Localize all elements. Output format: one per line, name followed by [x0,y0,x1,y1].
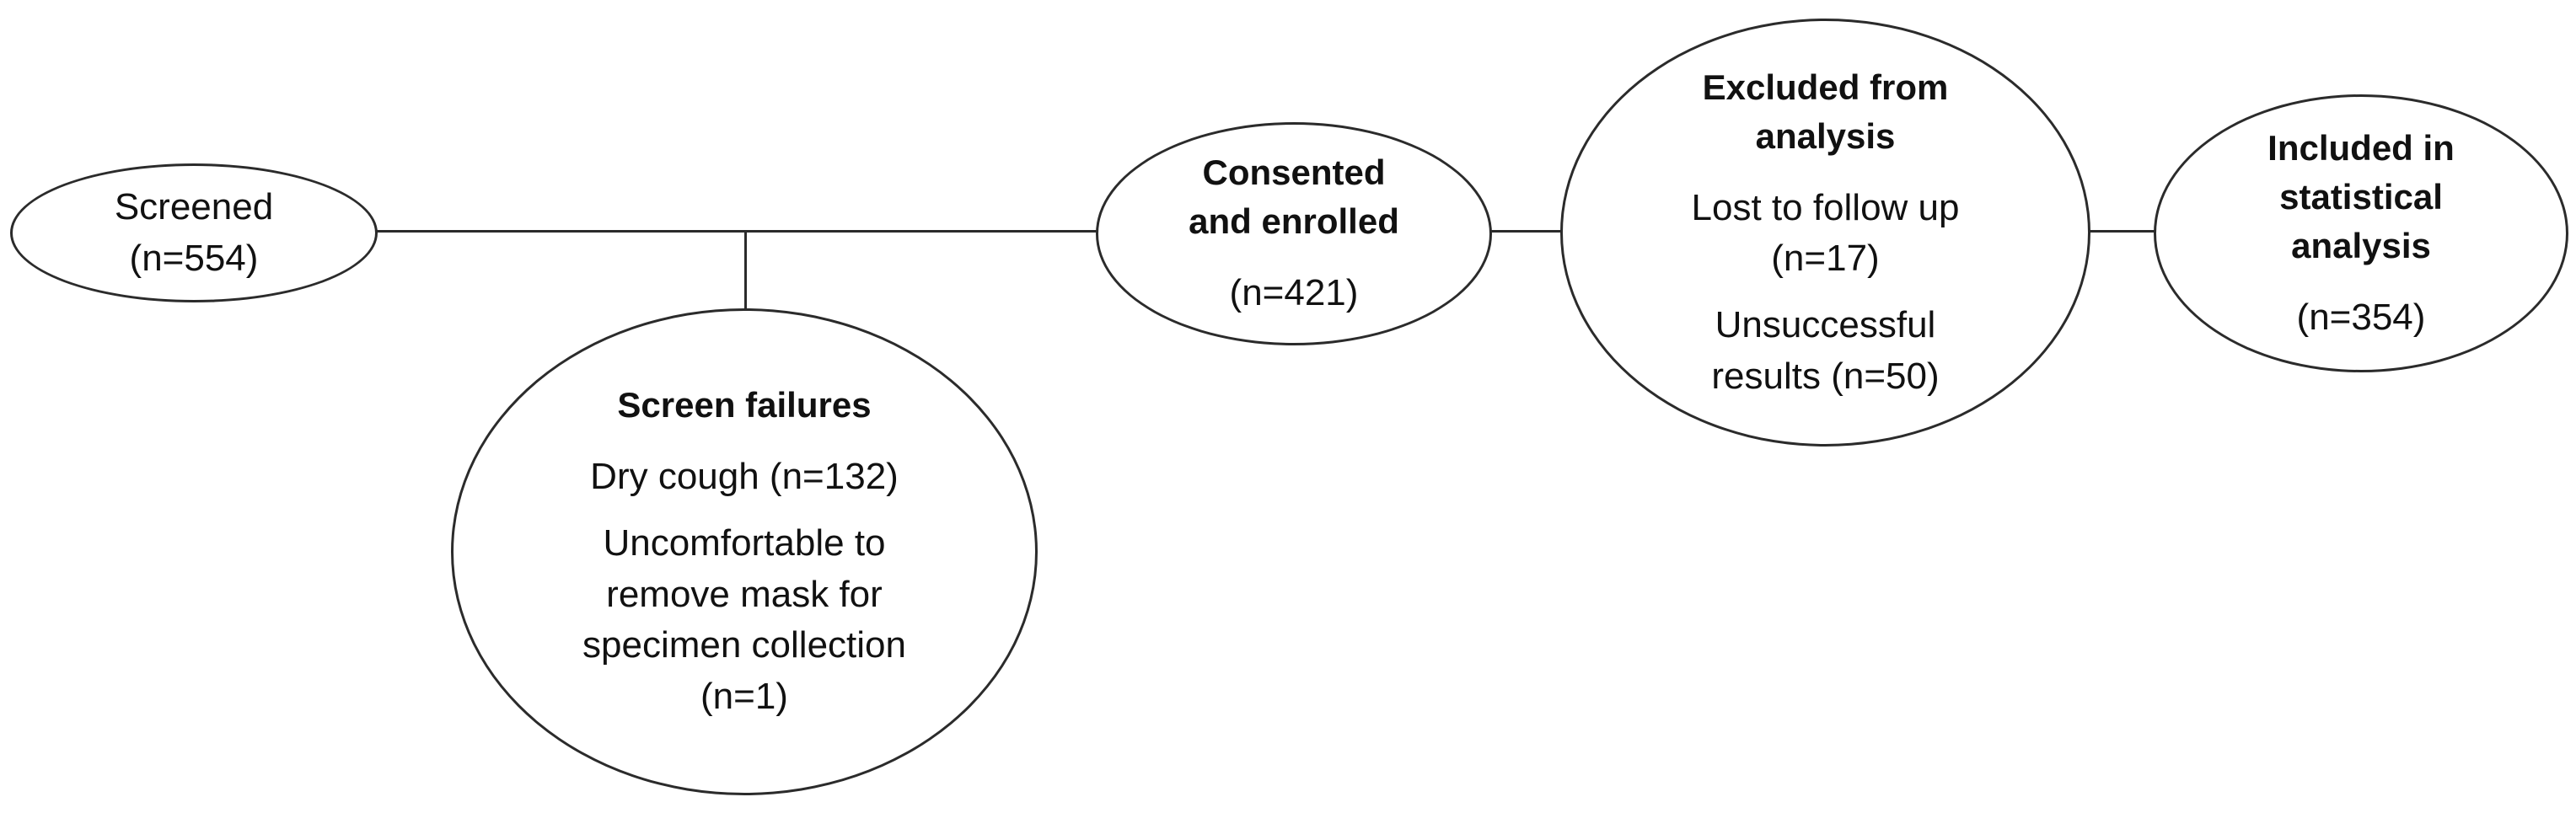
screen-failures-title: Screen failures [617,385,872,425]
connector-screened-consented [376,230,1097,233]
node-screened: Screened (n=554) [10,163,378,302]
connector-excluded-included [2088,230,2155,233]
consented-title: Consented and enrolled [1189,152,1399,242]
excluded-reason-unsuccessful: Unsuccessful results (n=50) [1711,303,1940,397]
connector-to-screen-failures [744,230,747,310]
connector-consented-excluded [1490,230,1563,233]
node-screen-failures: Screen failures Dry cough (n=132) Uncomf… [451,308,1038,795]
included-count: (n=354) [2296,296,2426,338]
consented-count: (n=421) [1229,272,1359,314]
node-consented-enrolled: Consented and enrolled (n=421) [1096,122,1492,345]
included-title: Included in statistical analysis [2267,127,2455,265]
screened-count: (n=554) [129,237,259,279]
screen-failures-reason-dry-cough: Dry cough (n=132) [590,456,899,498]
screen-failures-reason-mask: Uncomfortable to remove mask for specime… [582,521,906,718]
node-included-statistical-analysis: Included in statistical analysis (n=354) [2154,94,2568,372]
excluded-title: Excluded from analysis [1702,67,1949,156]
node-excluded-from-analysis: Excluded from analysis Lost to follow up… [1560,19,2090,447]
screened-label: Screened [114,185,274,227]
excluded-reason-lost-follow-up: Lost to follow up (n=17) [1691,186,1960,280]
